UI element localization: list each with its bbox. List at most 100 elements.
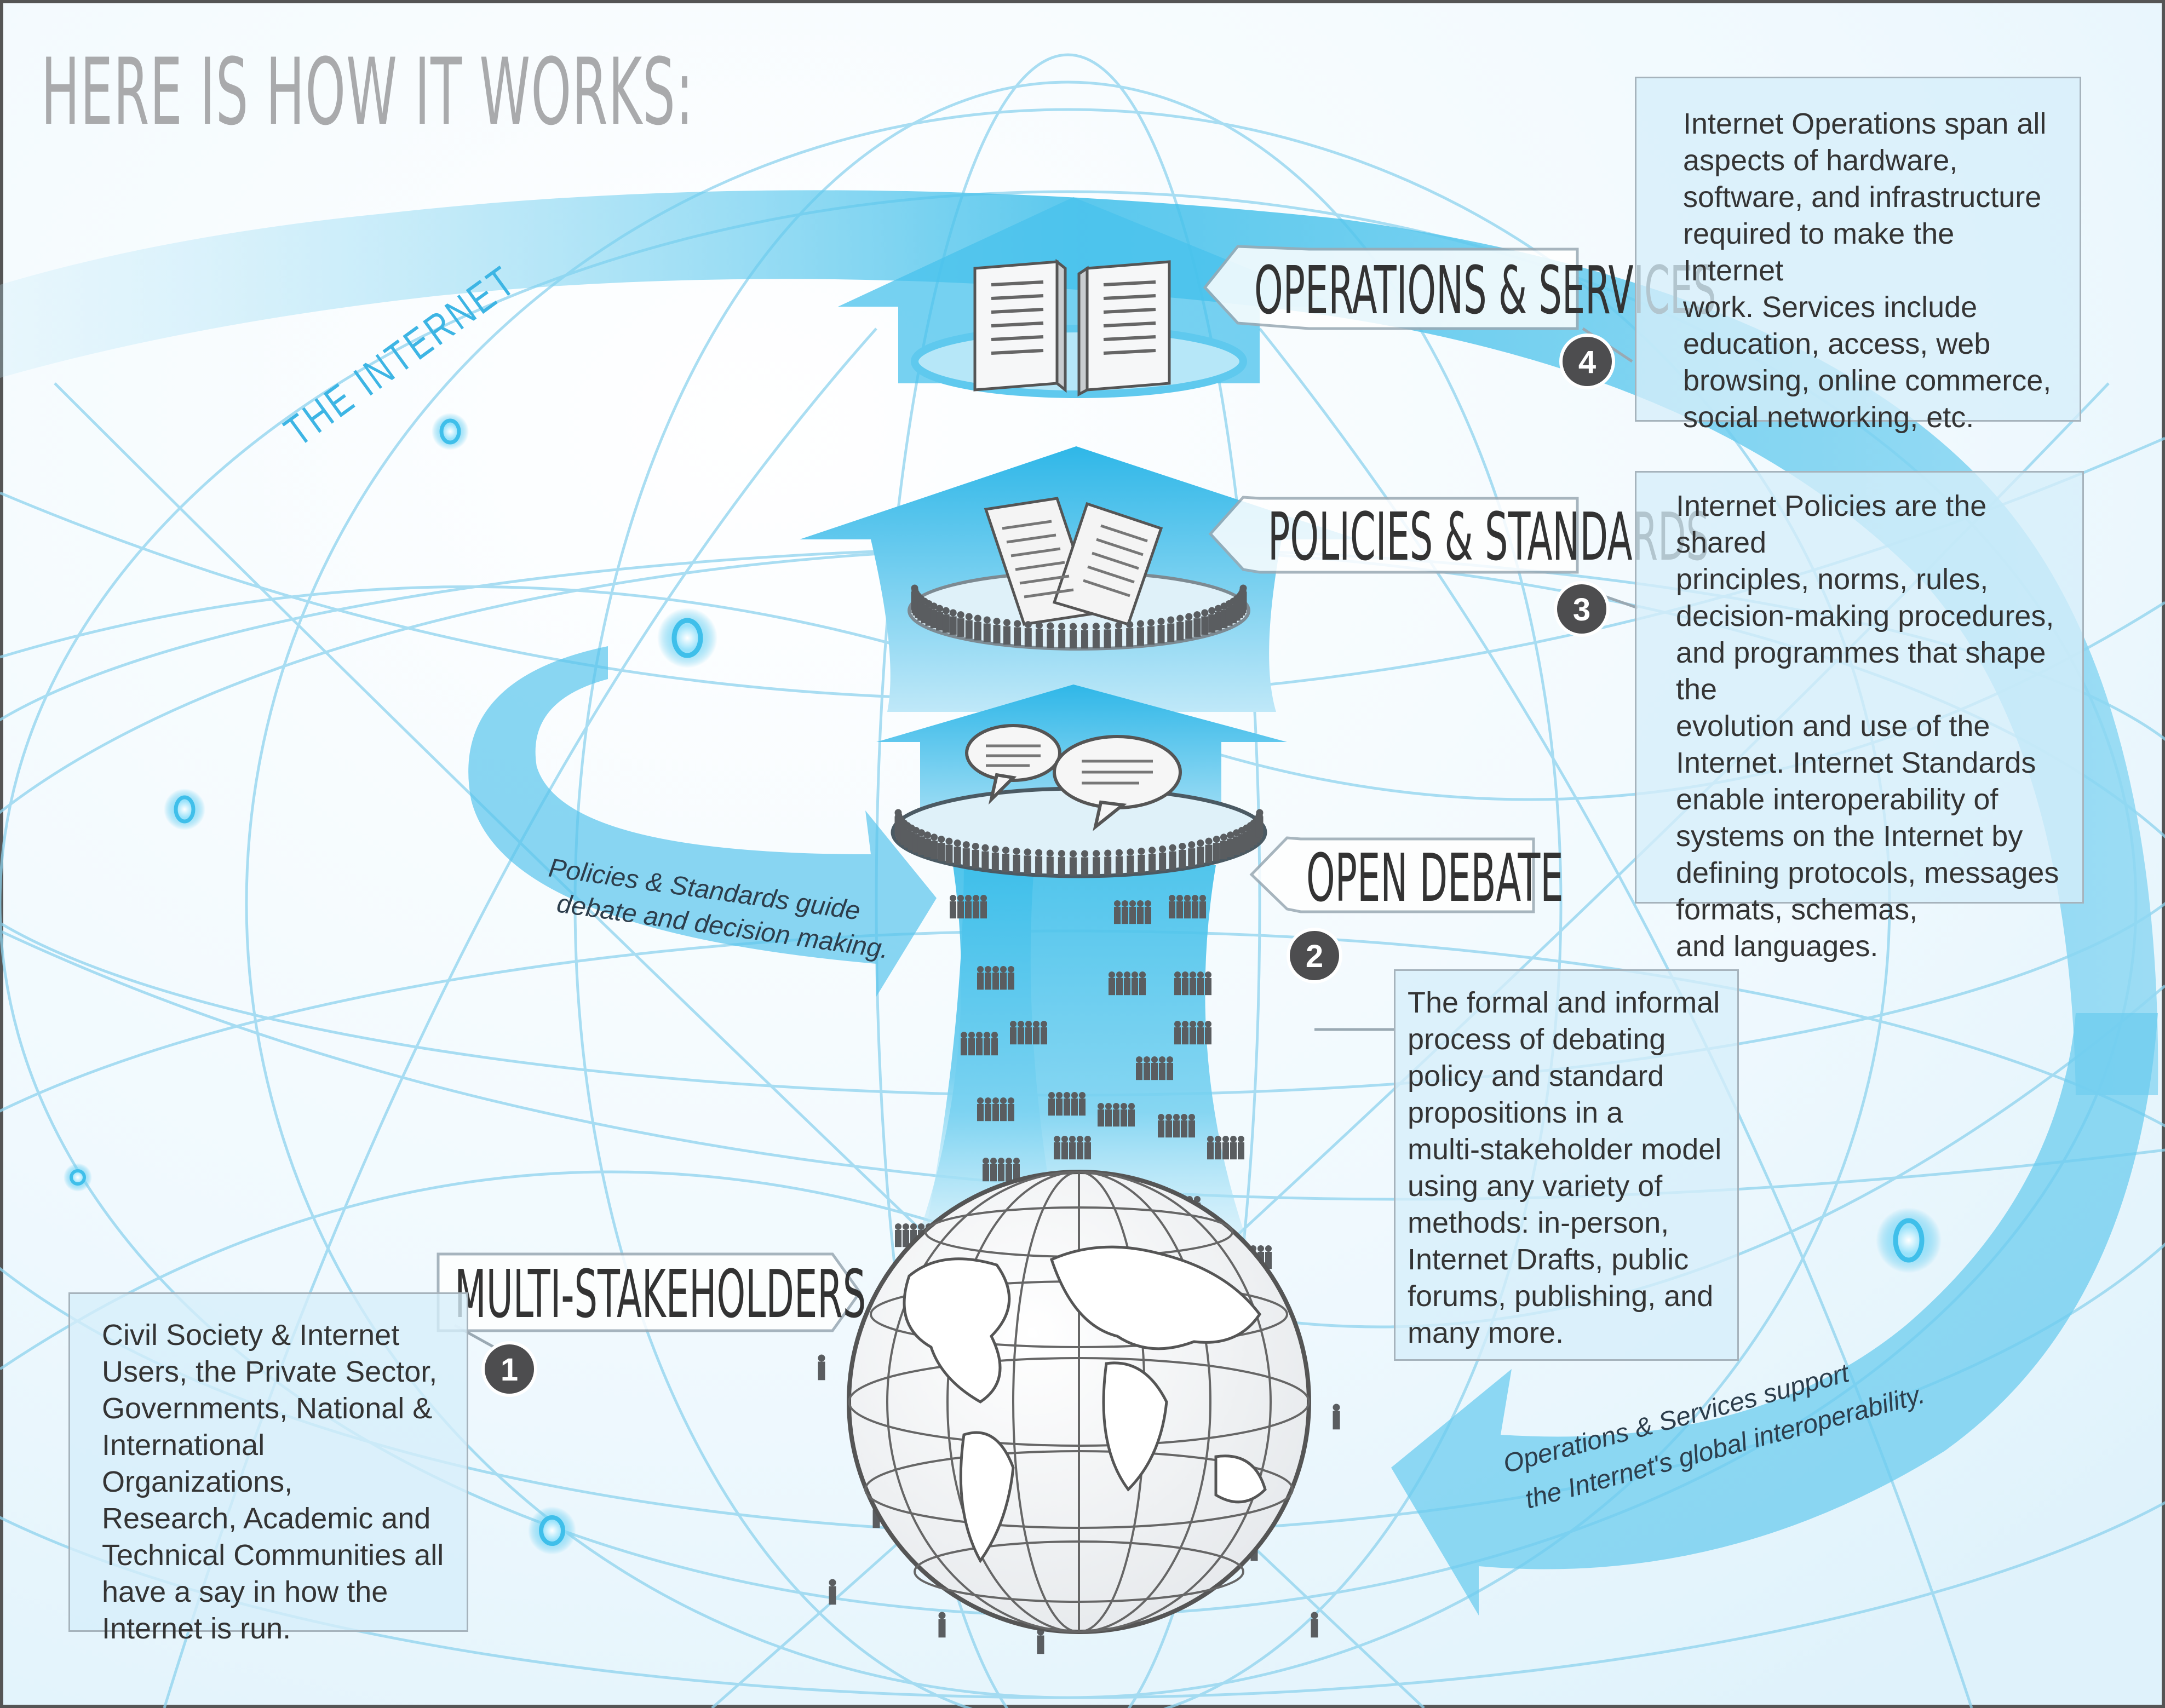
person-figure bbox=[1197, 1021, 1204, 1045]
label-multi-stakeholders: MULTI-STAKEHOLDERS bbox=[455, 1257, 866, 1333]
person-figure bbox=[1169, 844, 1176, 870]
person-figure bbox=[973, 895, 979, 919]
person-figure bbox=[1188, 841, 1196, 867]
person-figure bbox=[1048, 1092, 1055, 1116]
person-figure bbox=[1145, 900, 1151, 924]
person-figure bbox=[1311, 1612, 1318, 1638]
description-box-operations: Internet Operations span all aspects of … bbox=[1635, 77, 2081, 434]
person-figure bbox=[1105, 1103, 1112, 1127]
person-figure bbox=[1037, 1628, 1044, 1654]
person-figure bbox=[1151, 1056, 1158, 1080]
person-figure bbox=[1182, 971, 1188, 996]
person-figure bbox=[1176, 614, 1184, 641]
person-figure bbox=[1128, 1103, 1135, 1127]
person-figure bbox=[938, 836, 945, 861]
person-figure bbox=[992, 1097, 999, 1122]
person-figure bbox=[1233, 829, 1241, 855]
person-figure bbox=[1137, 900, 1144, 924]
person-figure bbox=[1041, 1021, 1047, 1045]
person-figure bbox=[983, 616, 991, 642]
person-figure bbox=[1193, 611, 1201, 637]
person-figure bbox=[1054, 1136, 1060, 1160]
person-figure bbox=[1046, 849, 1054, 876]
person-figure bbox=[1058, 850, 1065, 876]
right-loop-arrow bbox=[1391, 1013, 2158, 1615]
person-figure bbox=[1190, 971, 1196, 996]
person-figure bbox=[1201, 609, 1209, 635]
person-figure bbox=[942, 607, 950, 633]
person-figure bbox=[1084, 1136, 1091, 1160]
person-figure bbox=[950, 895, 956, 919]
person-figure bbox=[981, 844, 989, 870]
person-figure bbox=[1205, 1021, 1211, 1045]
person-figure bbox=[1239, 584, 1247, 611]
person-figure bbox=[1181, 1114, 1187, 1138]
person-figure bbox=[993, 618, 1001, 643]
person-figure bbox=[1147, 619, 1155, 645]
person-figure bbox=[1222, 1136, 1229, 1160]
person-figure bbox=[1144, 1056, 1150, 1080]
person-figure bbox=[1079, 1092, 1086, 1116]
person-figure bbox=[980, 895, 987, 919]
description-box-stakeholders: Civil Society & Internet Users, the Priv… bbox=[68, 1292, 468, 1645]
person-figure bbox=[962, 841, 970, 867]
person-figure bbox=[965, 613, 973, 639]
person-figure bbox=[991, 1032, 998, 1056]
person-figure bbox=[1207, 1136, 1214, 1160]
person-figure bbox=[930, 602, 938, 629]
person-figure bbox=[1138, 847, 1145, 873]
person-figure bbox=[895, 1223, 901, 1247]
person-figure bbox=[1190, 1021, 1196, 1045]
person-figure bbox=[992, 966, 999, 990]
person-figure bbox=[1213, 836, 1220, 861]
person-figure bbox=[1013, 847, 1020, 873]
person-figure bbox=[1104, 849, 1112, 876]
description-policies: Internet Policies are the shared princip… bbox=[1676, 490, 2059, 963]
person-figure bbox=[965, 895, 972, 919]
person-figure bbox=[1000, 1097, 1007, 1122]
person-figure bbox=[1136, 620, 1144, 646]
internet-arc bbox=[0, 190, 2158, 1095]
person-figure bbox=[1008, 966, 1014, 990]
person-figure bbox=[1167, 1056, 1173, 1080]
person-figure bbox=[1174, 1021, 1181, 1045]
person-figure bbox=[1003, 619, 1010, 645]
person-figure bbox=[1069, 1136, 1076, 1160]
person-figure bbox=[1208, 607, 1216, 633]
badge-1 bbox=[481, 1341, 537, 1397]
person-figure bbox=[903, 1223, 909, 1247]
document-icon bbox=[984, 497, 1163, 626]
description-box-policies: Internet Policies are the shared princip… bbox=[1635, 471, 2084, 963]
document-lines bbox=[1002, 520, 1148, 599]
person-figure bbox=[984, 1032, 990, 1056]
person-figure bbox=[1214, 605, 1222, 631]
person-figure bbox=[977, 1097, 984, 1122]
person-figure bbox=[1126, 621, 1134, 647]
person-figure bbox=[1058, 623, 1066, 648]
person-figure bbox=[1256, 809, 1264, 835]
person-figure bbox=[1013, 1158, 1020, 1182]
person-figure bbox=[1081, 623, 1088, 649]
person-figure bbox=[1132, 971, 1138, 996]
person-figure bbox=[972, 843, 979, 869]
person-figure bbox=[1199, 895, 1206, 919]
badge-4-number: 4 bbox=[1578, 344, 1596, 380]
person-figure bbox=[1116, 971, 1123, 996]
person-figure bbox=[998, 1158, 1004, 1182]
person-figure bbox=[1006, 1158, 1012, 1182]
person-figure bbox=[1033, 1021, 1040, 1045]
person-figure bbox=[1122, 900, 1128, 924]
person-figure bbox=[985, 966, 991, 990]
person-figure bbox=[1121, 1103, 1127, 1127]
person-figure bbox=[1000, 966, 1007, 990]
network-nodes bbox=[64, 413, 1942, 1555]
badge-2 bbox=[1287, 928, 1342, 984]
person-figure bbox=[1205, 971, 1211, 996]
description-debate: The formal and informal process of debat… bbox=[1408, 986, 1722, 1349]
person-figure bbox=[923, 831, 931, 858]
description-stakeholders: Civil Society & Internet Users, the Priv… bbox=[102, 1319, 444, 1645]
person-figure bbox=[1148, 847, 1156, 872]
person-figure bbox=[1008, 1097, 1014, 1122]
person-figure bbox=[1139, 971, 1146, 996]
badge-3-number: 3 bbox=[1573, 592, 1590, 628]
